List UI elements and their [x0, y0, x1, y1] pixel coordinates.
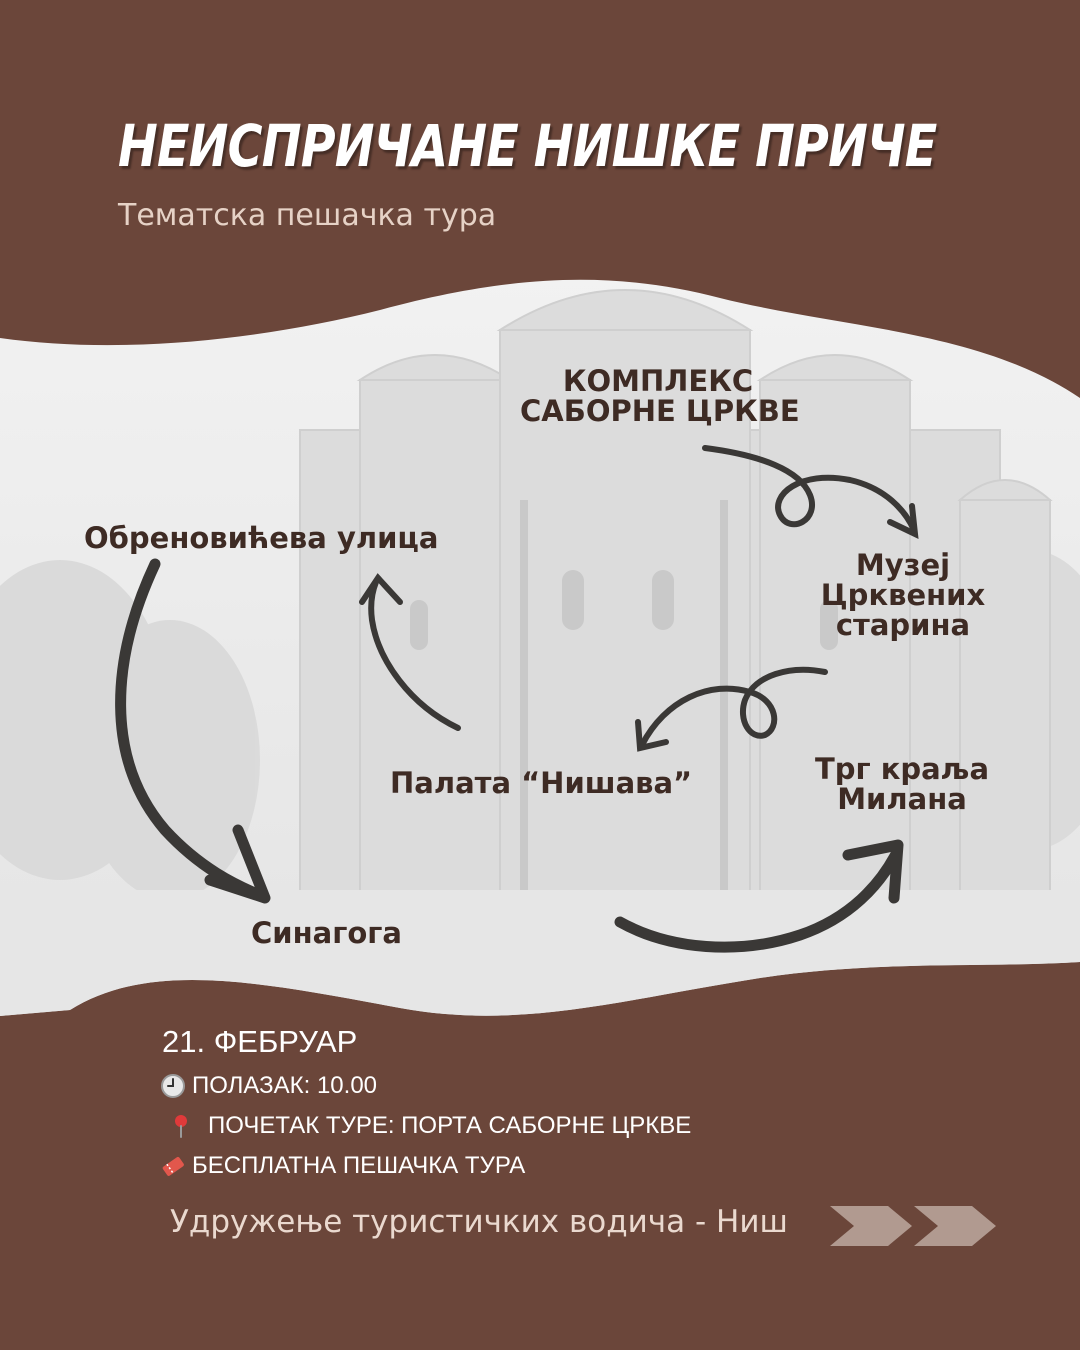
ticket-icon	[162, 1156, 184, 1176]
arrow-obrenoviceva-to-sinagoga-head	[204, 824, 271, 904]
arrow-complex-to-museum-head	[887, 503, 919, 540]
arrow-palata-to-obrenoviceva-head	[359, 573, 403, 605]
price-row: БЕСПЛАТНА ПЕШАЧКА ТУРА	[160, 1152, 525, 1180]
arrow-sinagoga-to-trg-head	[842, 839, 904, 904]
start-text: ПОЧЕТАК ТУРЕ: ПОРТА САБОРНЕ ЦРКВЕ	[208, 1112, 692, 1139]
arrow-palata-to-obrenoviceva	[368, 579, 461, 731]
arrow-trg-to-palata-head	[635, 719, 669, 752]
arrow-obrenoviceva-to-sinagoga	[115, 558, 268, 902]
poster-title: НЕИСПРИЧАНЕ НИШКЕ ПРИЧЕ	[118, 112, 937, 180]
arrow-sinagoga-to-trg	[614, 846, 903, 953]
price-text: БЕСПЛАТНА ПЕШАЧКА ТУРА	[192, 1152, 526, 1179]
start-row: ПОЧЕТАК ТУРЕ: ПОРТА САБОРНЕ ЦРКВЕ	[168, 1112, 691, 1140]
chevron-arrows-icon	[830, 1206, 996, 1246]
departure-row: ПОЛАЗАК: 10.00	[160, 1072, 377, 1100]
stop-sinagoga: Синагога	[251, 916, 403, 950]
departure-text: ПОЛАЗАК: 10.00	[192, 1072, 378, 1099]
stop-obrenoviceva: Обреновићева улица	[84, 521, 439, 555]
stop-palata-nisava: Палата “Нишава”	[390, 766, 693, 800]
stop-saborna-crkva: КОМПЛЕКС САБОРНЕ ЦРКВЕ	[520, 364, 800, 428]
stop-muzej: Музеј Црквених старина	[820, 548, 986, 642]
route-arrows	[115, 445, 919, 953]
clock-icon	[161, 1074, 185, 1098]
stop-trg-kralja-milana: Трг краља Милана	[814, 752, 990, 816]
pin-icon	[175, 1115, 187, 1138]
organizer-name: Удружење туристичких водича - Ниш	[170, 1204, 788, 1240]
tour-date: 21. ФЕБРУАР	[162, 1024, 358, 1059]
poster-subtitle: Тематска пешачка тура	[118, 198, 497, 233]
arrow-complex-to-museum	[702, 445, 917, 533]
arrow-trg-to-palata	[639, 666, 828, 748]
